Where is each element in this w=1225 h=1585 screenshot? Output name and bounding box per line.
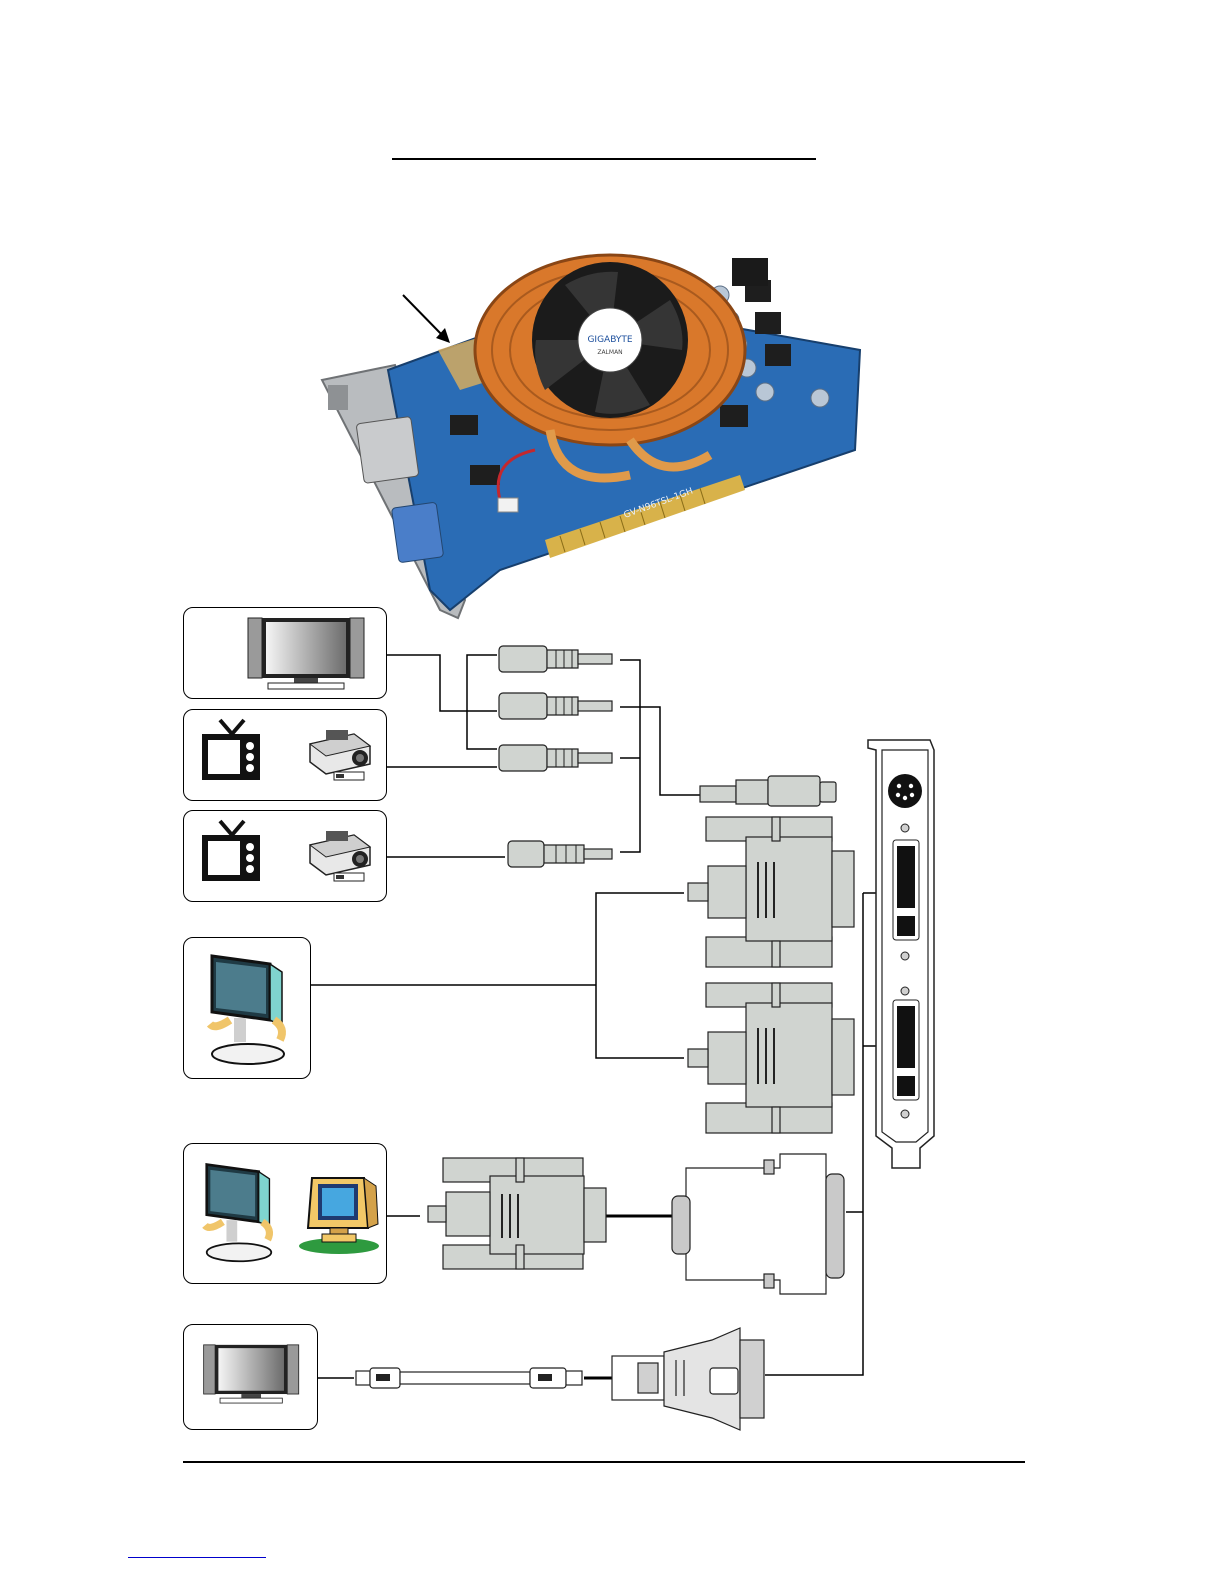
footer-rule [183,1461,1025,1463]
dvi-to-hdmi-adapter-icon [612,1328,764,1430]
svideo-connector-icon [700,776,836,806]
connection-diagram [0,600,1225,1450]
card-brand-label: GIGABYTE [587,335,632,345]
pointer-arrow-icon [403,295,450,343]
dvi-to-vga-adapter-icon [672,1154,844,1294]
graphics-card-image: GIGABYTE ZALMAN GV-N96TSL-1GH [300,240,890,620]
io-bracket-icon [862,736,944,1172]
header-rule [392,158,816,160]
footnote-rule [128,1557,266,1558]
dvi-connector-icon [688,983,854,1133]
dvi-connector-icon [688,817,854,967]
card-badge-label: ZALMAN [597,349,622,356]
